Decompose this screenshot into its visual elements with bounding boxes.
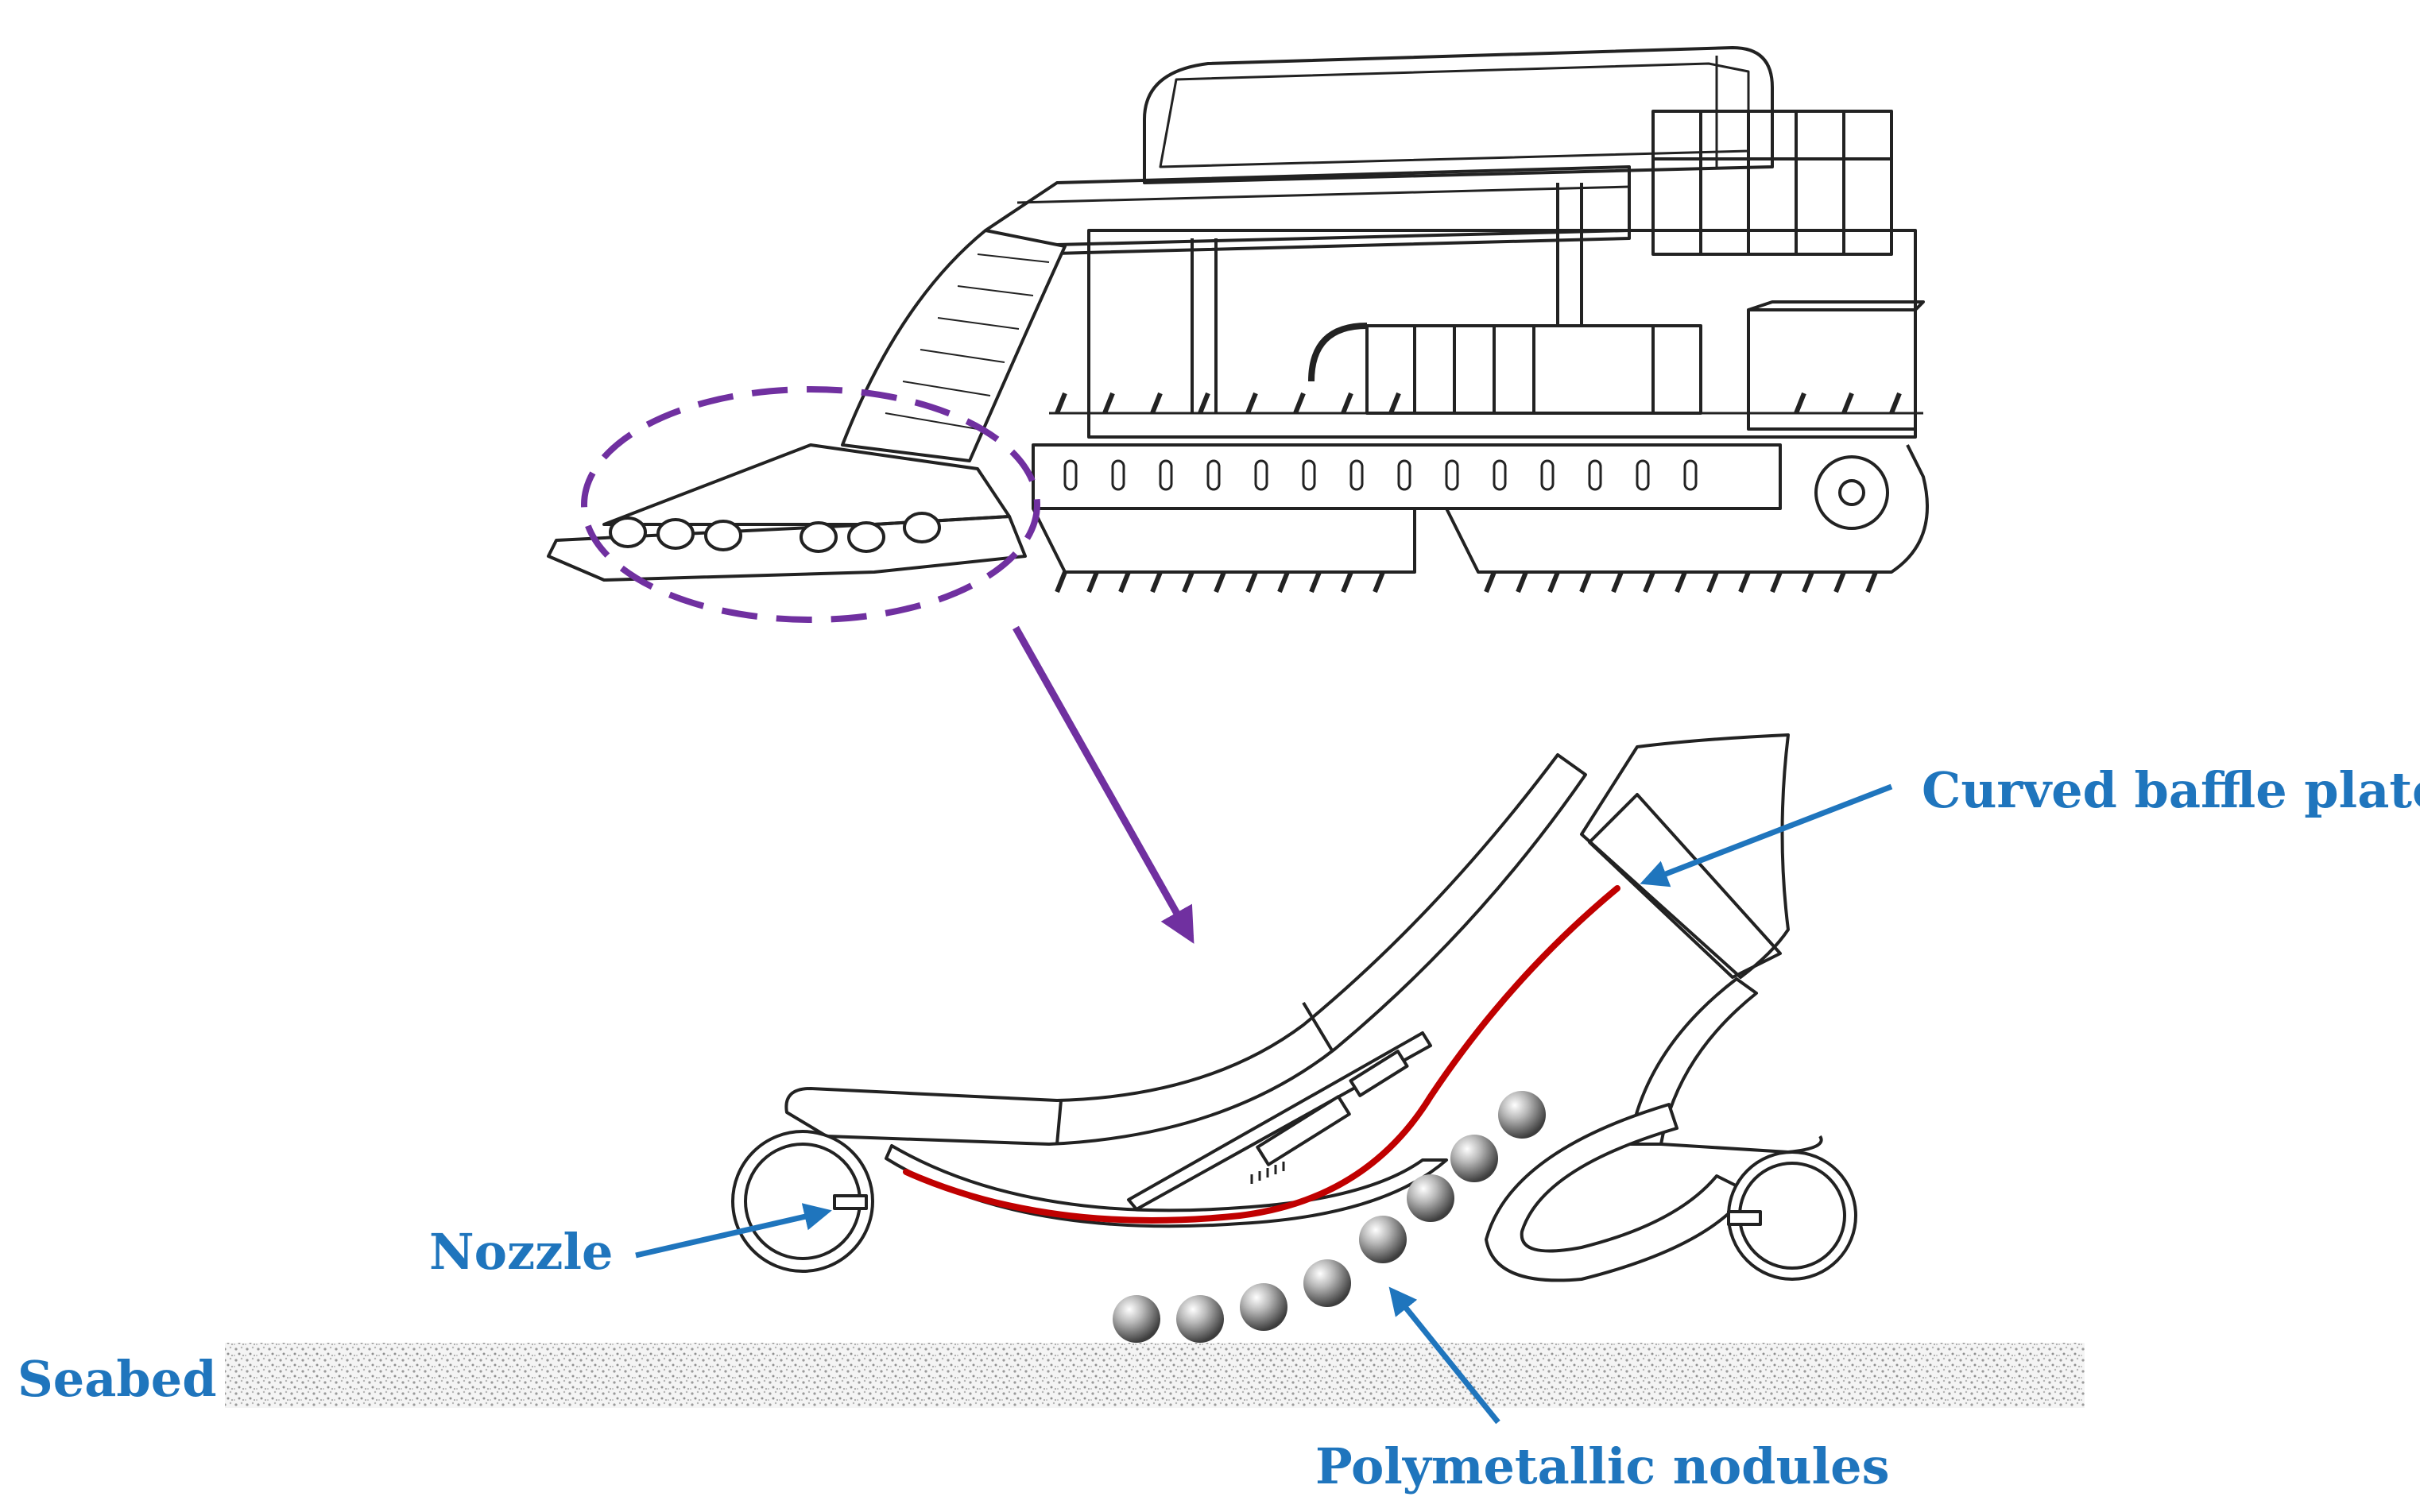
nodule-icon <box>1359 1216 1407 1263</box>
nodule-icon <box>1407 1174 1454 1222</box>
seabed-label: Seabed <box>17 1350 217 1408</box>
nodule-icon <box>1303 1259 1351 1307</box>
seabed-layer <box>225 1343 2085 1408</box>
nodule-icon <box>1450 1135 1498 1182</box>
polymetallic-nodules-label: Polymetallic nodules <box>1315 1437 1890 1495</box>
nozzle-pointer-arrow <box>635 1203 832 1259</box>
baffle-pointer-arrow <box>1640 783 1893 887</box>
polymetallic-nodules <box>1113 1091 1546 1343</box>
nodule-icon <box>1176 1295 1224 1343</box>
nodule-icon <box>1240 1283 1287 1331</box>
mining-vehicle-drawing <box>547 46 1929 594</box>
collector-highlight-ellipse <box>581 386 1040 623</box>
nodules-pointer-arrow <box>1388 1286 1500 1425</box>
curved-baffle-plate <box>903 885 1620 1224</box>
nodule-icon <box>1498 1091 1546 1139</box>
curved-baffle-plate-label: Curved baffle plate <box>1922 761 2420 819</box>
zoom-arrow <box>1013 625 1195 944</box>
nozzle-label: Nozzle <box>429 1223 614 1281</box>
collector-cross-section <box>731 733 1857 1282</box>
nodule-icon <box>1113 1295 1160 1343</box>
